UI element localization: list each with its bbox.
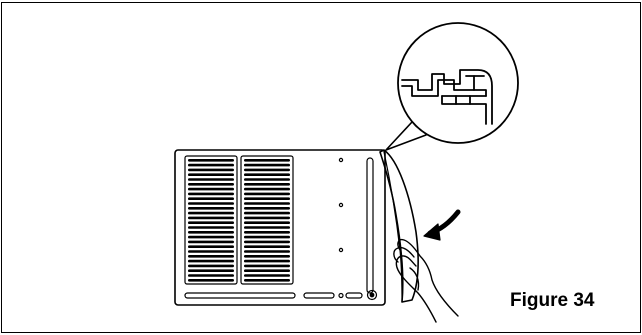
hand-cuff [409,267,420,291]
air-conditioner-unit [174,149,386,306]
grille-louver [244,226,290,229]
grille-louver [244,192,290,196]
bottom-slot [184,292,296,299]
grille-louver [188,245,234,248]
detail-callout [385,22,519,151]
grille-louver [188,279,234,282]
grille-louver [244,255,290,258]
callout-circle [397,22,519,144]
grille-louver [244,231,290,234]
bottom-slot [303,292,335,299]
unit-front-panel [174,149,386,306]
grille-louver [188,211,234,215]
grille-louver [244,264,290,268]
grille-frame-left [184,155,238,285]
grille-louver [188,187,234,191]
hand-outline [393,238,459,323]
drain-knob [366,289,378,301]
grille-louver [244,245,290,248]
grille-louver [188,192,234,196]
grille-louver [188,202,234,205]
grille-frame-right [240,155,294,285]
intake-grille-right [244,159,290,282]
grille-louver [244,211,290,215]
bottom-slot [345,292,363,299]
grille-louver [188,250,234,253]
grille-louver [188,274,234,277]
grille-louver [188,159,234,162]
hand-illustration [393,238,459,323]
grille-louver [188,197,234,200]
grille-louver [188,216,234,220]
grille-louver [244,183,290,186]
screw-dot [338,202,344,208]
grille-louver [244,173,290,176]
grille-louver [244,216,290,220]
grille-louver [188,235,234,239]
grille-louver [188,207,234,210]
bottom-hole [338,292,344,299]
grille-louver [244,163,290,167]
grille-louver [244,178,290,181]
grille-louver [244,168,290,172]
grille-louver [244,159,290,162]
side-slot [366,157,374,294]
curved-arrow-icon [423,209,461,241]
grille-louver [188,178,234,181]
grille-louver [244,279,290,282]
grille-louver [244,240,290,244]
grille-louver [244,269,290,272]
drain-knob-center [369,292,375,298]
cross-section-detail [401,69,493,125]
grille-louver [244,187,290,191]
screw-dot [338,247,344,253]
callout-pointer [385,121,427,151]
grille-louver [244,197,290,200]
grille-louver [188,221,234,224]
grille-louver [188,269,234,272]
screw-dot [338,157,344,163]
figure-caption: Figure 34 [510,290,595,311]
intake-grille-left [188,159,234,282]
grille-louver [244,259,290,263]
grille-louver [188,240,234,244]
grille-louver [188,226,234,229]
grille-louver [188,168,234,172]
grille-louver [244,207,290,210]
grille-louver [188,264,234,268]
grille-louver [188,173,234,176]
grille-louver [244,250,290,253]
grille-louver [244,221,290,224]
grille-louver [188,255,234,258]
grille-louver [188,231,234,234]
grille-louver [188,183,234,186]
grille-louver [188,259,234,263]
grille-louver [244,235,290,239]
grille-louver [188,163,234,167]
grille-louver [244,202,290,205]
grille-louver [244,274,290,277]
